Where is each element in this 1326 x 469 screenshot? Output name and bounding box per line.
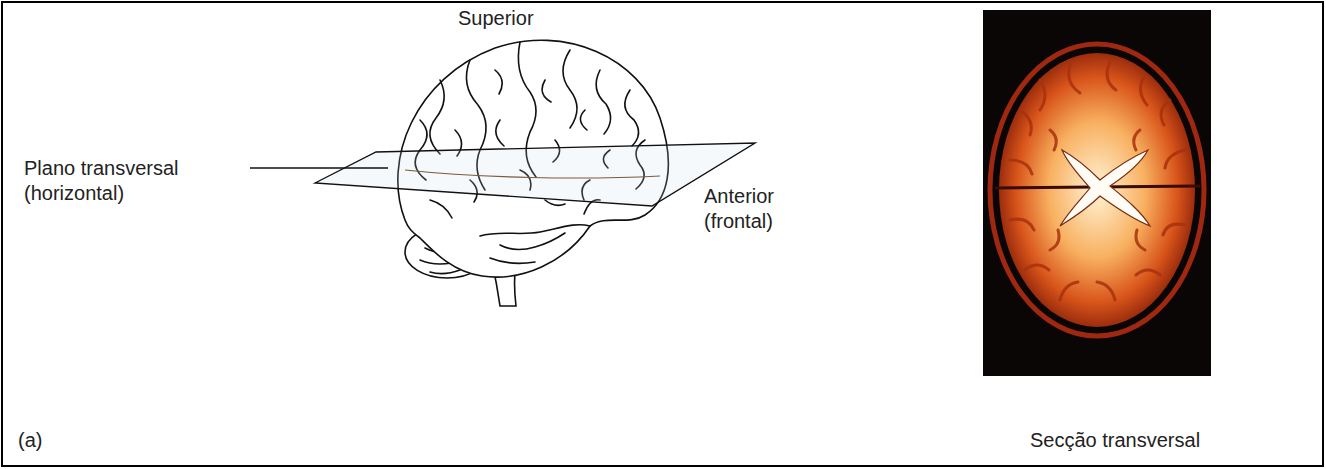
mri-image: [983, 10, 1211, 376]
caption-label: Secção transversal: [1030, 428, 1230, 453]
leader-line: [250, 167, 388, 169]
plane-label: Plano transversal (horizontal): [24, 156, 194, 206]
direction-label: Superior: [458, 6, 578, 31]
panel-label: (a): [18, 428, 78, 453]
transverse-plane: [315, 143, 755, 206]
direction-label: Anterior (frontal): [704, 184, 799, 234]
